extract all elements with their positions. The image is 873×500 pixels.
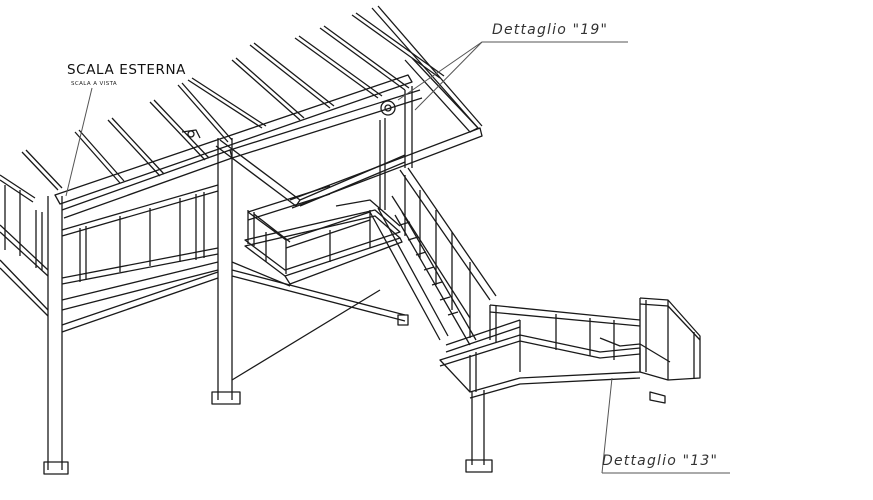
detail-19-label: Dettaglio "19" [492, 22, 609, 38]
upper-landing [244, 185, 403, 285]
title-leader-line [65, 87, 93, 197]
lower-column [465, 390, 493, 473]
building-frame [0, 138, 409, 475]
lower-landing [439, 297, 701, 404]
roof-purlins [0, 5, 483, 203]
drawing-subtitle: SCALA A VISTA [71, 81, 118, 87]
drawing-title: SCALA ESTERNA [67, 62, 186, 78]
upper-stair [369, 167, 497, 346]
detail-19-marker [181, 100, 396, 139]
callout-13-leader [601, 377, 730, 474]
callout-19-leader-secondary [414, 41, 483, 111]
roof-beams [54, 57, 483, 219]
detail-13-label: Dettaglio "13" [602, 453, 719, 469]
